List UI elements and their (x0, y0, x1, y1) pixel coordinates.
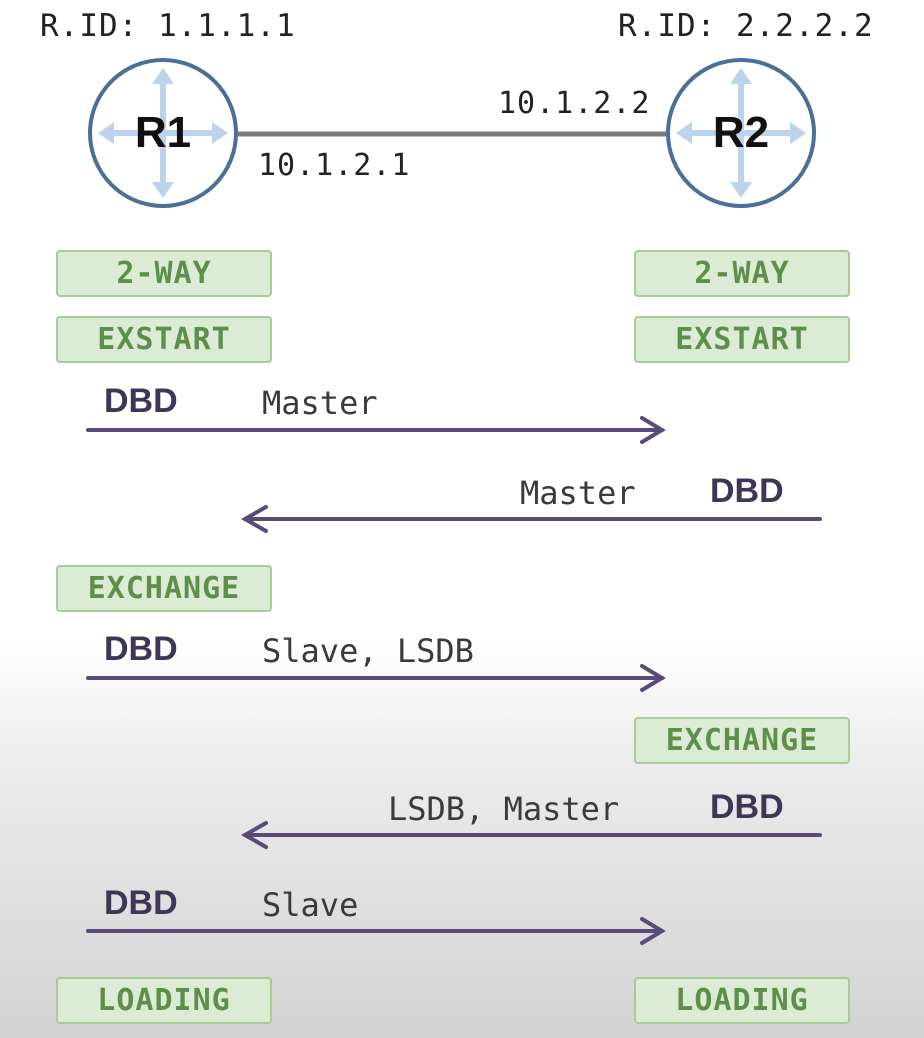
message-2-type: DBD (710, 472, 784, 510)
r2-state-loading: LOADING (634, 977, 850, 1024)
r2-interface-ip: 10.1.2.2 (498, 86, 651, 121)
router-arrows-icon (676, 68, 806, 198)
r1-router-id: R.ID: 1.1.1.1 (40, 8, 296, 44)
r2-state-exchange: EXCHANGE (634, 717, 850, 764)
router-r1-label: R1 (134, 108, 192, 157)
arrowhead-2 (240, 505, 268, 533)
router-r1: R1 (88, 58, 238, 208)
message-5-note: Slave (262, 886, 359, 924)
arrowhead-1 (640, 416, 666, 444)
message-3-note: Slave, LSDB (262, 632, 474, 670)
router-r2: R2 (666, 58, 816, 208)
r1-state-2way: 2-WAY (56, 250, 272, 297)
message-1-note: Master (262, 384, 378, 422)
r1-state-exchange: EXCHANGE (56, 565, 272, 612)
message-4-type: DBD (710, 788, 784, 826)
r1-interface-ip: 10.1.2.1 (258, 148, 411, 183)
arrowhead-3 (640, 664, 666, 692)
r1-state-exstart: EXSTART (56, 316, 272, 363)
message-3-type: DBD (104, 630, 178, 668)
message-1-type: DBD (104, 382, 178, 420)
r2-state-exstart: EXSTART (634, 316, 850, 363)
message-5-type: DBD (104, 884, 178, 922)
arrowhead-4 (240, 821, 268, 849)
r1-state-loading: LOADING (56, 977, 272, 1024)
r2-router-id: R.ID: 2.2.2.2 (618, 8, 874, 44)
r2-state-2way: 2-WAY (634, 250, 850, 297)
router-arrows-icon (98, 68, 228, 198)
arrowhead-5 (640, 917, 666, 945)
router-r2-label: R2 (712, 108, 770, 157)
message-2-note: Master (520, 474, 636, 512)
message-arrows (86, 416, 822, 945)
message-4-note: LSDB, Master (388, 790, 620, 828)
